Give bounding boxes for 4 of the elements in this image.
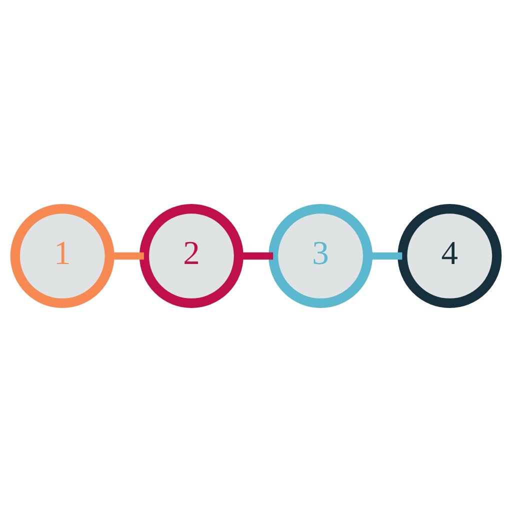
node-circle: 1 bbox=[10, 204, 114, 308]
node-circle: 3 bbox=[268, 204, 373, 308]
node-circle: 2 bbox=[139, 204, 244, 308]
node-circle: 4 bbox=[398, 204, 502, 308]
